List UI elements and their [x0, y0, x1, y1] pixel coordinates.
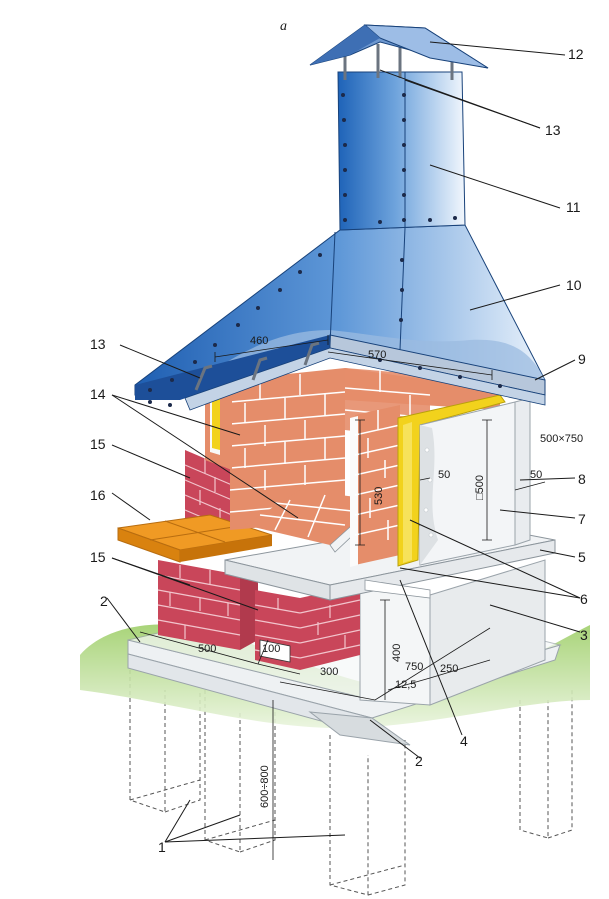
- firebox-front-wall: [350, 405, 401, 567]
- dim-400: 400: [391, 644, 403, 662]
- callout-15-upper: 15: [90, 436, 106, 452]
- callout-5: 5: [578, 549, 586, 565]
- callout-1: 1: [158, 839, 166, 855]
- dim-12-5: 12,5: [395, 679, 416, 691]
- dim-100: 100: [262, 643, 280, 655]
- callout-9: 9: [578, 351, 586, 367]
- dim-500-table: 500: [198, 643, 216, 655]
- callout-13-left: 13: [90, 336, 106, 352]
- callout-13-top: 13: [545, 122, 561, 138]
- panel-letter: a: [280, 19, 287, 34]
- callout-8: 8: [578, 471, 586, 487]
- callout-12: 12: [568, 46, 584, 62]
- chimney-pipe: [337, 71, 466, 231]
- foundation-piers: [129, 670, 573, 896]
- callout-6: 6: [580, 591, 588, 607]
- dim-570: 570: [368, 349, 386, 361]
- dim-500-square: □500: [474, 475, 486, 500]
- dim-600-800: 600÷800: [259, 765, 271, 808]
- dim-750: 750: [405, 661, 423, 673]
- callout-2-left: 2: [100, 593, 108, 609]
- leader-lines: [106, 41, 581, 843]
- brick-pier-right: [254, 585, 361, 670]
- callout-3: 3: [580, 627, 588, 643]
- callout-7: 7: [578, 511, 586, 527]
- dimension-lines: [139, 335, 546, 860]
- hood-hooks: [194, 341, 320, 391]
- dim-460: 460: [250, 335, 268, 347]
- callout-11: 11: [566, 199, 581, 215]
- callout-14: 14: [90, 386, 106, 402]
- dim-300: 300: [320, 666, 338, 678]
- callout-4: 4: [460, 733, 468, 749]
- dim-250: 250: [440, 663, 458, 675]
- chimney-cap: [309, 24, 489, 69]
- dim-50-gap: 50: [530, 469, 542, 481]
- cap-supports: [343, 44, 454, 80]
- side-panel: [419, 397, 531, 566]
- dim-50-insulation: 50: [438, 469, 450, 481]
- brick-pier-left: [157, 560, 258, 650]
- callout-16: 16: [90, 487, 106, 503]
- rivets: [148, 93, 502, 407]
- dim-530: 530: [373, 487, 385, 505]
- callout-2-right: 2: [415, 753, 423, 769]
- callout-10: 10: [566, 277, 582, 293]
- dim-500x750: 500×750: [540, 433, 583, 445]
- firebox-back-wall: [229, 368, 500, 530]
- lower-stand: [359, 559, 546, 706]
- callout-15-lower: 15: [90, 549, 106, 565]
- hood: [134, 224, 546, 411]
